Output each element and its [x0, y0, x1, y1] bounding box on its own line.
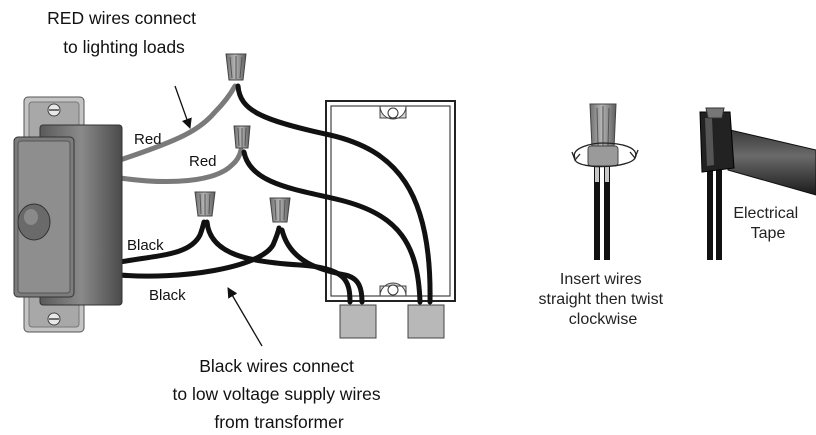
rotation-arrow-icon	[571, 142, 639, 168]
wires	[117, 83, 433, 305]
wire-nut-icon	[194, 191, 216, 217]
red-callout-line-2: to lighting loads	[63, 37, 185, 57]
tape-label-line-1: Electrical	[733, 205, 798, 222]
insert-wires-note: Insert wires straight then twist clockwi…	[539, 271, 668, 328]
tape-label-line-2: Tape	[751, 225, 786, 242]
insert-note-line-2: straight then twist	[539, 291, 664, 308]
wire-nut-icon	[225, 53, 247, 81]
supply-wire-lower	[279, 227, 365, 305]
black-wire-upper	[117, 219, 207, 265]
insert-note-line-1: Insert wires	[560, 271, 642, 288]
red-callout-line-1: RED wires connect	[47, 8, 196, 28]
supply-wire-upper	[204, 219, 353, 305]
load-wire-lower	[241, 149, 423, 305]
wire-nut-icon	[587, 103, 619, 167]
dimmer-switch	[13, 96, 123, 333]
black-wire-lower	[117, 225, 282, 279]
red-wires-callout: RED wires connect to lighting loads	[47, 8, 201, 57]
red-wire-upper	[117, 83, 238, 163]
callout-arrow-black	[227, 287, 263, 347]
black-callout-line-1: Black wires connect	[199, 356, 354, 376]
electrical-tape-label: Electrical Tape	[733, 205, 802, 242]
wire-label-red-upper: Red	[134, 131, 162, 148]
black-callout-line-3: from transformer	[214, 412, 343, 432]
wire-label-red-lower: Red	[189, 153, 217, 170]
screw-icon	[47, 312, 61, 326]
junction-box	[325, 100, 456, 339]
wire-label-black-lower: Black	[149, 287, 186, 304]
black-wires-callout: Black wires connect to low voltage suppl…	[172, 356, 385, 432]
wire-nut-icon	[269, 197, 291, 223]
insert-note-line-3: clockwise	[569, 311, 638, 328]
electrical-tape-illustration	[699, 107, 816, 260]
screw-icon	[47, 103, 61, 117]
red-wire-lower	[117, 147, 244, 184]
black-callout-line-2: to low voltage supply wires	[172, 384, 380, 404]
wire-nuts	[194, 53, 291, 223]
wire-label-black-upper: Black	[127, 237, 164, 254]
load-wire-upper	[235, 83, 433, 305]
callout-arrow-red	[174, 85, 192, 129]
twist-wire-nut-illustration	[571, 103, 639, 260]
wire-nut-icon	[233, 125, 251, 149]
